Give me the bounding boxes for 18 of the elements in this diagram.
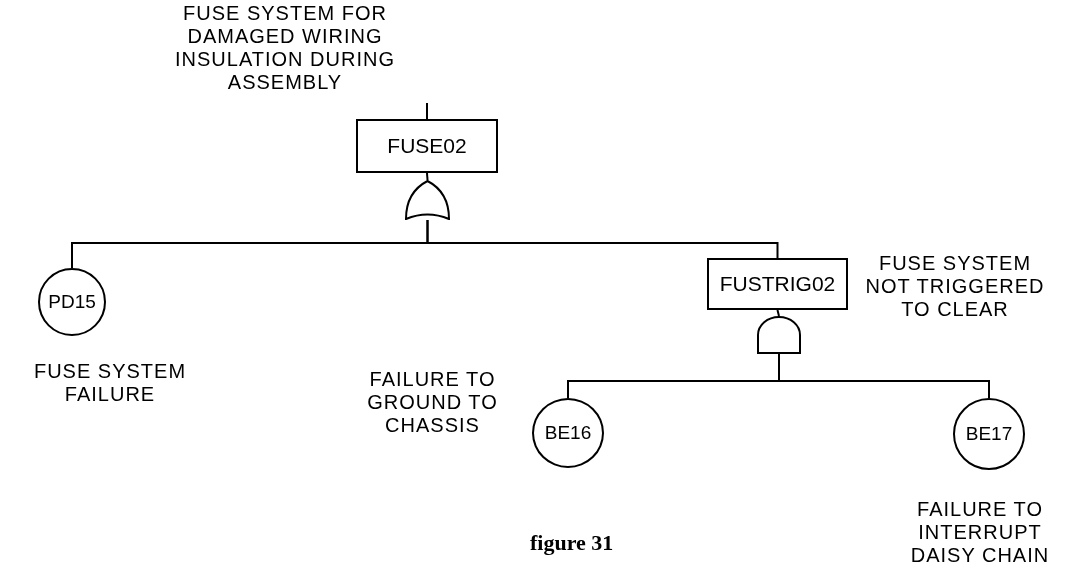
event-description: FUSE SYSTEM FAILURE: [32, 360, 188, 406]
and-gate-symbol: [757, 316, 801, 354]
connector-line: [426, 102, 428, 120]
basic-event-circle: PD15: [38, 268, 106, 336]
event-description: FUSE SYSTEM FOR DAMAGED WIRING INSULATION DURING ASSEMBLY: [174, 2, 396, 94]
basic-event-circle: BE17: [953, 398, 1025, 470]
connector-line: [778, 353, 990, 399]
figure-caption: figure 31: [530, 530, 614, 556]
event-description: FAILURE TO INTERRUPT DAISY CHAIN: [909, 498, 1051, 567]
event-description: FAILURE TO GROUND TO CHASSIS: [366, 368, 499, 437]
basic-event-circle: BE16: [532, 398, 604, 468]
connector-line: [426, 172, 429, 181]
connector-line: [426, 219, 779, 259]
event-box: FUSE02: [356, 119, 498, 173]
or-gate-symbol: [405, 180, 450, 220]
connector-line: [776, 309, 780, 317]
event-box: FUSTRIG02: [707, 258, 848, 310]
event-description: FUSE SYSTEM NOT TRIGGERED TO CLEAR: [864, 252, 1046, 321]
